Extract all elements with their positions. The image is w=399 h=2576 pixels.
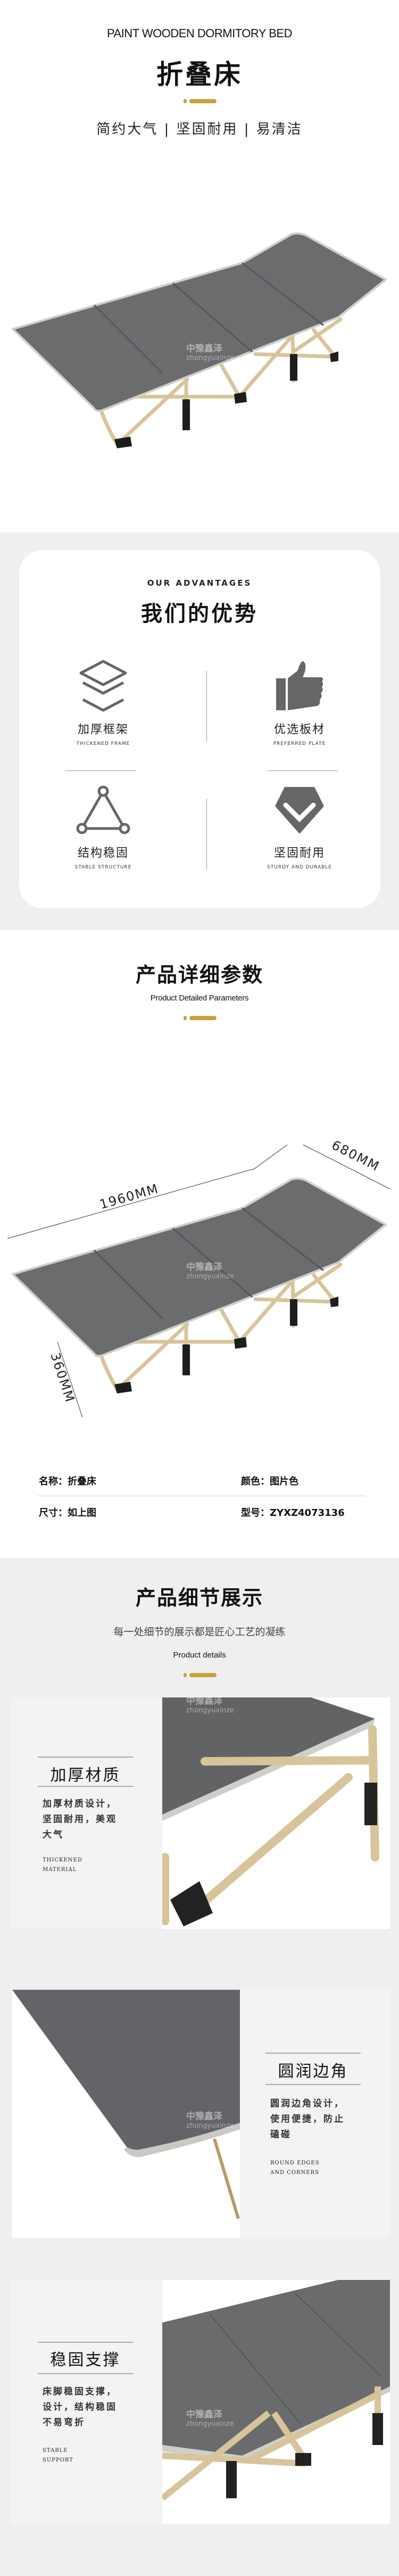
detail-support-photo bbox=[162, 2280, 390, 2524]
divider bbox=[38, 1757, 133, 1758]
dimension-bed-image bbox=[12, 1177, 387, 1393]
advantage-en-label: THICKENED FRAME bbox=[76, 741, 130, 746]
tagline: 简约大气 | 坚固耐用 | 易清洁 bbox=[96, 121, 303, 137]
gold-divider bbox=[184, 99, 217, 103]
advantage-label: 结构稳固 bbox=[77, 847, 129, 860]
detail-corners-photo bbox=[12, 1990, 240, 2238]
spec-size: 尺寸：如上图 bbox=[39, 1507, 96, 1519]
detail-thickened-panel bbox=[11, 1697, 162, 1929]
layers-icon bbox=[79, 660, 127, 712]
detail-description: 圆润边角设计，使用便捷，防止磕碰 bbox=[270, 2098, 345, 2140]
advantage-thickened-frame: 加厚框架 THICKENED FRAME bbox=[50, 659, 156, 746]
spec-name: 名称：折叠床 bbox=[39, 1476, 96, 1487]
shield-check-icon bbox=[275, 787, 324, 834]
details-english: Product details bbox=[173, 1651, 226, 1660]
params-subtitle: Product Detailed Parameters bbox=[150, 994, 249, 1003]
detail-corners-panel bbox=[240, 1990, 390, 2238]
advantages-eyebrow: OUR ADVANTAGES bbox=[147, 578, 252, 588]
advantage-label: 加厚框架 bbox=[77, 723, 129, 736]
advantages-card bbox=[19, 550, 380, 908]
divider bbox=[206, 799, 207, 869]
advantage-en-label: STABLE STRUCTURE bbox=[74, 865, 132, 870]
details-title: 产品细节展示 bbox=[135, 1586, 263, 1610]
advantage-en-label: STURDY AND DURABLE bbox=[267, 865, 332, 870]
advantage-stable-structure: 结构稳固 STABLE STRUCTURE bbox=[50, 785, 156, 870]
divider bbox=[38, 2373, 133, 2374]
divider bbox=[38, 2342, 133, 2343]
hero-bed-image bbox=[12, 232, 387, 448]
advantage-sturdy-durable: 坚固耐用 STURDY AND DURABLE bbox=[246, 785, 353, 870]
divider bbox=[38, 1786, 133, 1787]
divider bbox=[206, 671, 207, 742]
advantage-label: 优选板材 bbox=[273, 723, 325, 736]
detail-support-panel bbox=[11, 2280, 162, 2524]
thumbs-up-icon bbox=[276, 661, 323, 710]
page-title: 折叠床 bbox=[156, 59, 243, 90]
detail-title: 稳固支撑 bbox=[50, 2351, 121, 2369]
triangle-structure-icon bbox=[76, 785, 130, 834]
detail-title: 圆润边角 bbox=[278, 2062, 348, 2081]
details-subtitle: 每一处细节的展示都是匠心工艺的凝练 bbox=[113, 1626, 286, 1638]
spec-color: 颜色：图片色 bbox=[241, 1476, 298, 1487]
length-label: 1960MM bbox=[98, 1181, 161, 1212]
detail-description: 床脚稳固支撑，设计，结构稳固不易弯折 bbox=[43, 2386, 117, 2428]
dimension-lines: 1960MM 680MM 360MM bbox=[7, 1137, 390, 1418]
width-label: 680MM bbox=[329, 1137, 382, 1174]
advantages-title: 我们的优势 bbox=[141, 602, 258, 626]
detail-title: 加厚材质 bbox=[50, 1766, 121, 1785]
detail-description: 加厚材质设计，坚固耐用，美观大气 bbox=[43, 1799, 117, 1840]
english-title: PAINT WOODEN DORMITORY BED bbox=[106, 27, 293, 40]
advantage-en-label: PREFERRED PLATE bbox=[273, 741, 326, 746]
height-label: 360MM bbox=[47, 1351, 78, 1405]
detail-thickened-photo bbox=[162, 1697, 390, 1929]
divider bbox=[65, 770, 136, 771]
divider bbox=[267, 770, 338, 771]
divider bbox=[265, 2084, 361, 2085]
spec-model: 型号：ZYXZ4073136 bbox=[241, 1507, 345, 1519]
advantage-preferred-plate: 优选板材 PREFERRED PLATE bbox=[246, 659, 353, 746]
advantage-label: 坚固耐用 bbox=[273, 847, 325, 860]
gold-divider bbox=[184, 1016, 217, 1020]
gold-divider bbox=[184, 1673, 217, 1677]
params-title: 产品详细参数 bbox=[135, 963, 263, 987]
divider bbox=[265, 2053, 361, 2054]
